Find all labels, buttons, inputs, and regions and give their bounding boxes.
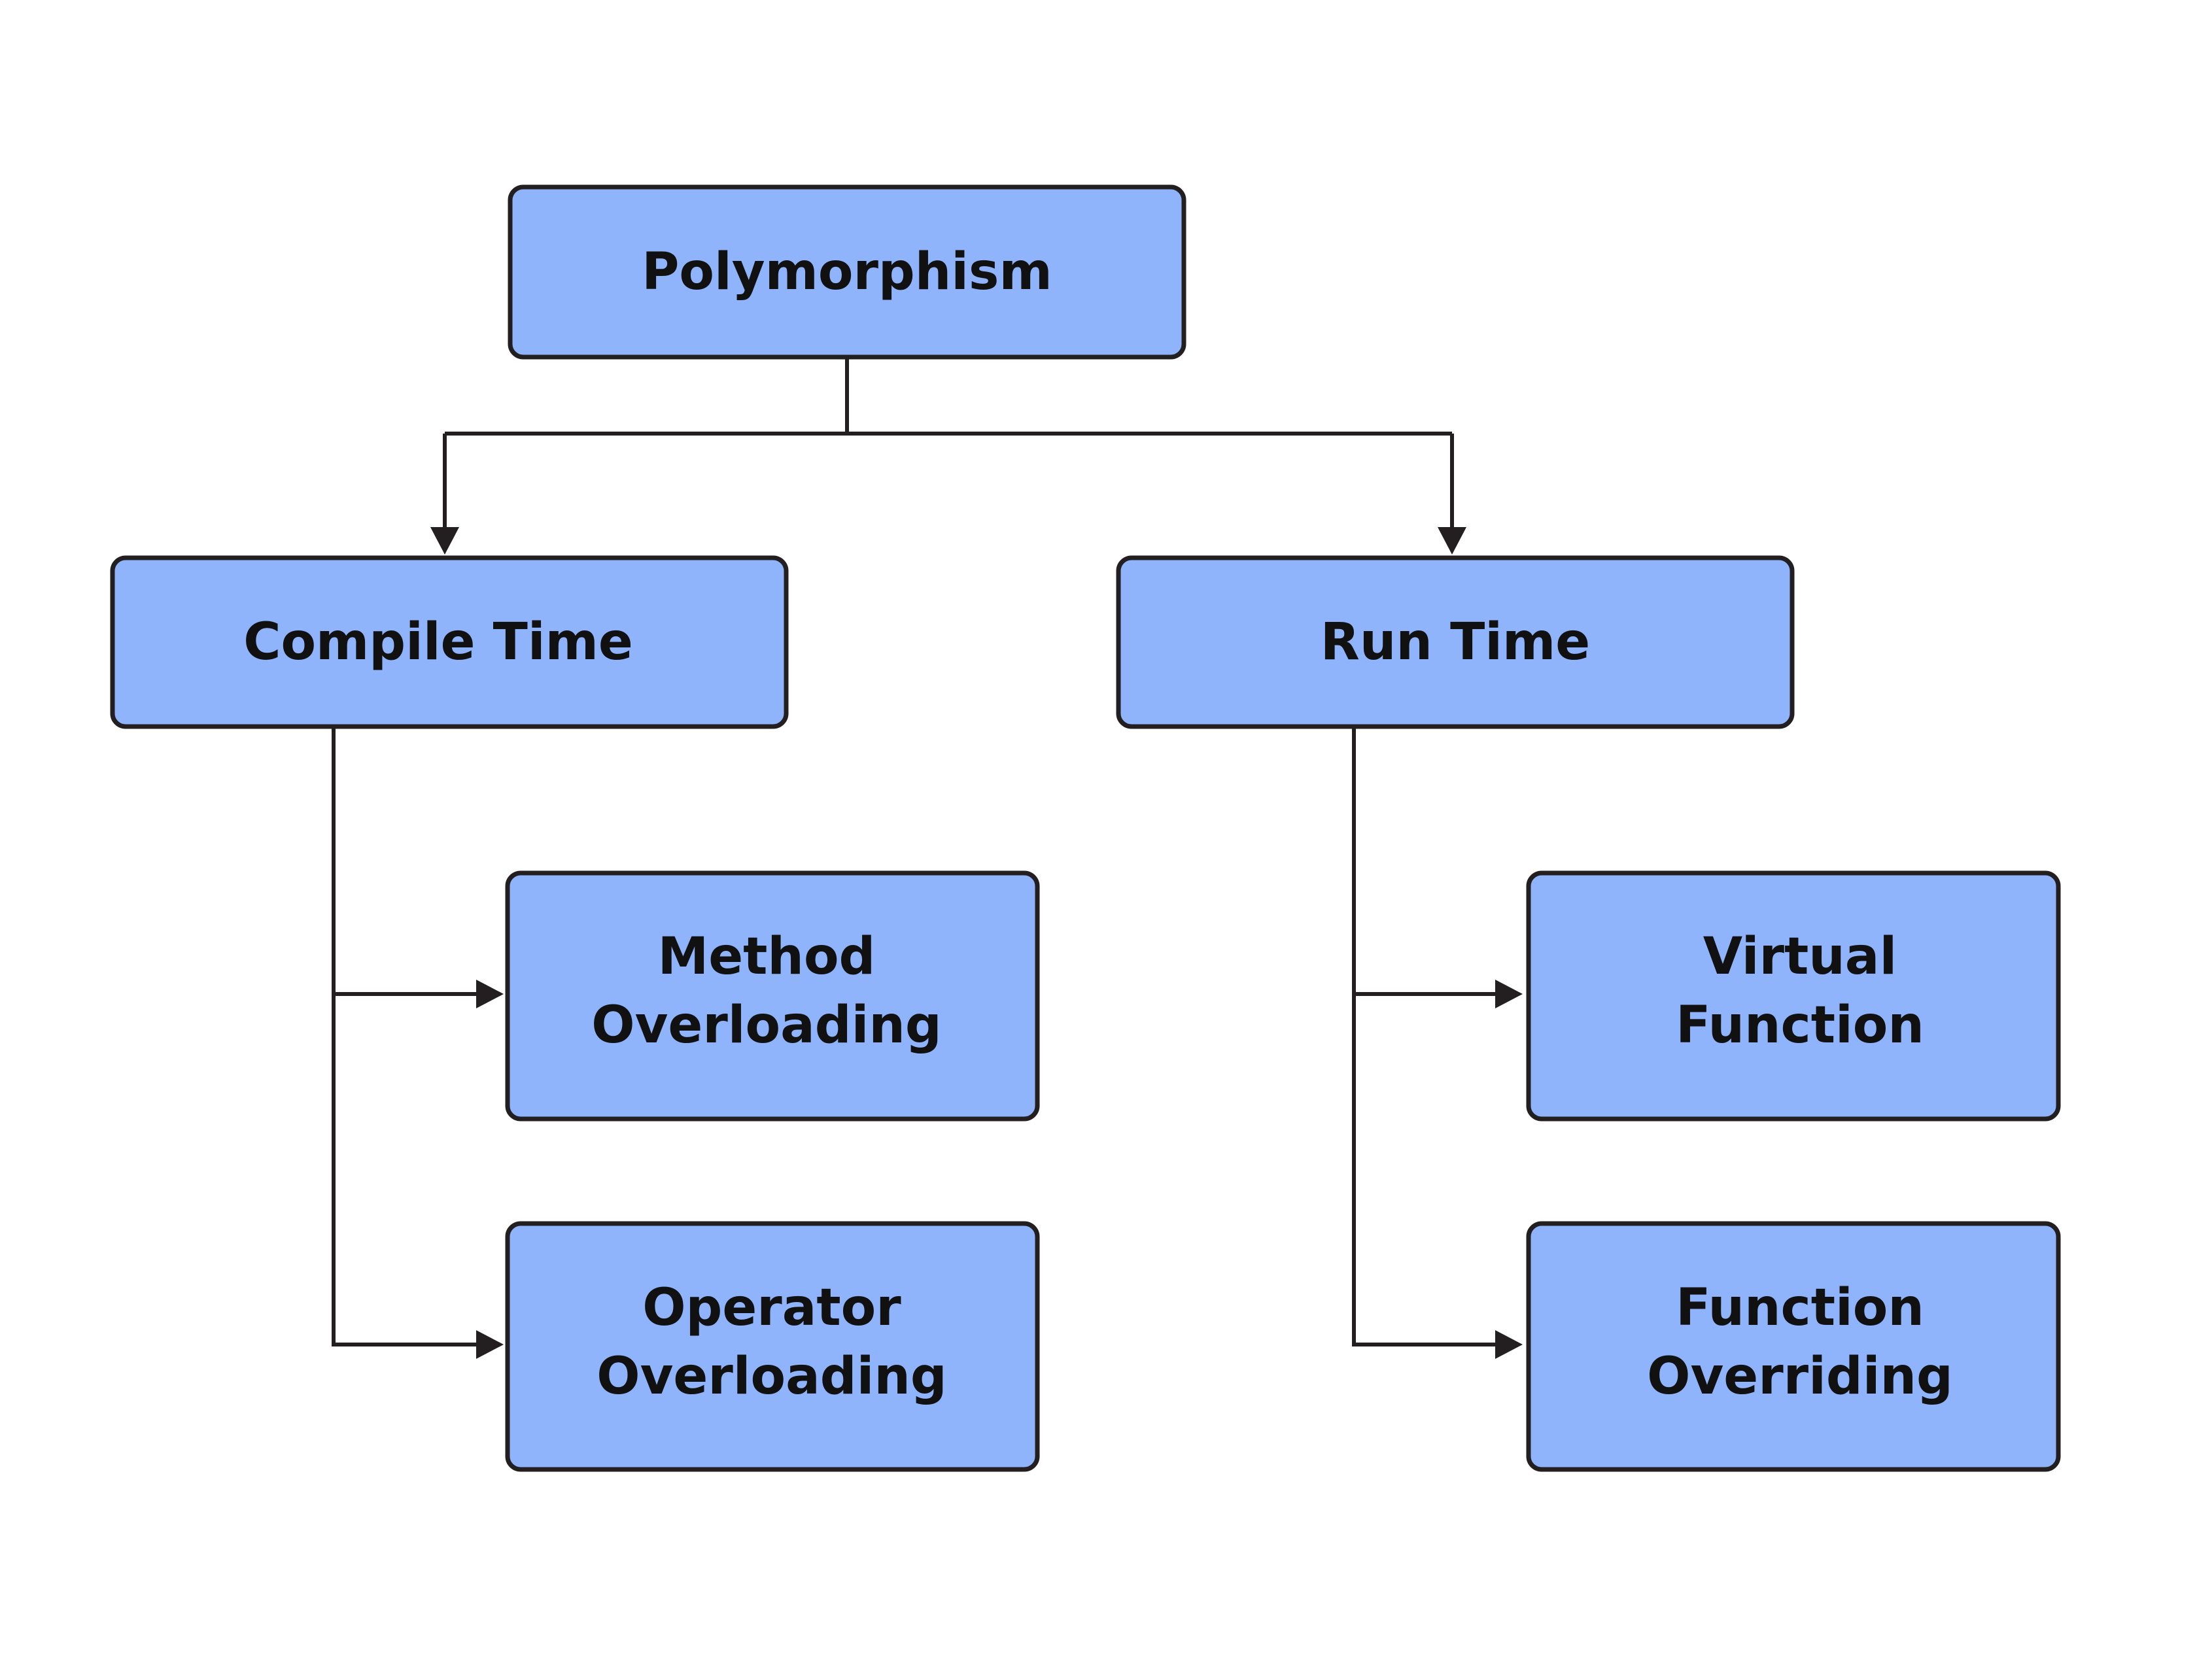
node-method-overloading: Method Overloading	[505, 870, 1040, 1122]
node-compile-time: Compile Time	[110, 555, 789, 729]
node-virtual-function-line-1: Virtual	[1703, 927, 1897, 986]
node-function-overriding-line-1: Function	[1676, 1278, 1924, 1337]
arrowhead-operator-overloading	[476, 1330, 504, 1359]
arrowhead-compile-time	[430, 527, 459, 555]
node-function-overriding-line-2: Overriding	[1647, 1347, 1953, 1406]
node-method-overloading-line-2: Overloading	[591, 996, 941, 1055]
node-run-time: Run Time	[1116, 555, 1795, 729]
arrowhead-method-overloading	[476, 980, 504, 1008]
arrowhead-function-overriding	[1495, 1330, 1523, 1359]
node-operator-overloading: Operator Overloading	[505, 1221, 1040, 1472]
node-compile-time-label: Compile Time	[243, 613, 633, 672]
node-operator-overloading-line-2: Overloading	[597, 1347, 946, 1406]
connector-compile-trunk	[332, 726, 484, 1346]
node-run-time-label: Run Time	[1321, 613, 1590, 672]
connector-run-trunk	[1352, 726, 1503, 1346]
node-method-overloading-line-1: Method	[658, 927, 876, 986]
arrowhead-run-time	[1438, 527, 1466, 555]
node-virtual-function: Virtual Function	[1526, 870, 2061, 1122]
arrowhead-virtual-function	[1495, 980, 1523, 1008]
connectors	[332, 357, 1523, 1359]
node-function-overriding: Function Overriding	[1526, 1221, 2061, 1472]
node-virtual-function-line-2: Function	[1676, 996, 1924, 1055]
node-polymorphism: Polymorphism	[508, 184, 1186, 360]
node-operator-overloading-line-1: Operator	[642, 1278, 901, 1337]
node-polymorphism-label: Polymorphism	[642, 243, 1052, 301]
